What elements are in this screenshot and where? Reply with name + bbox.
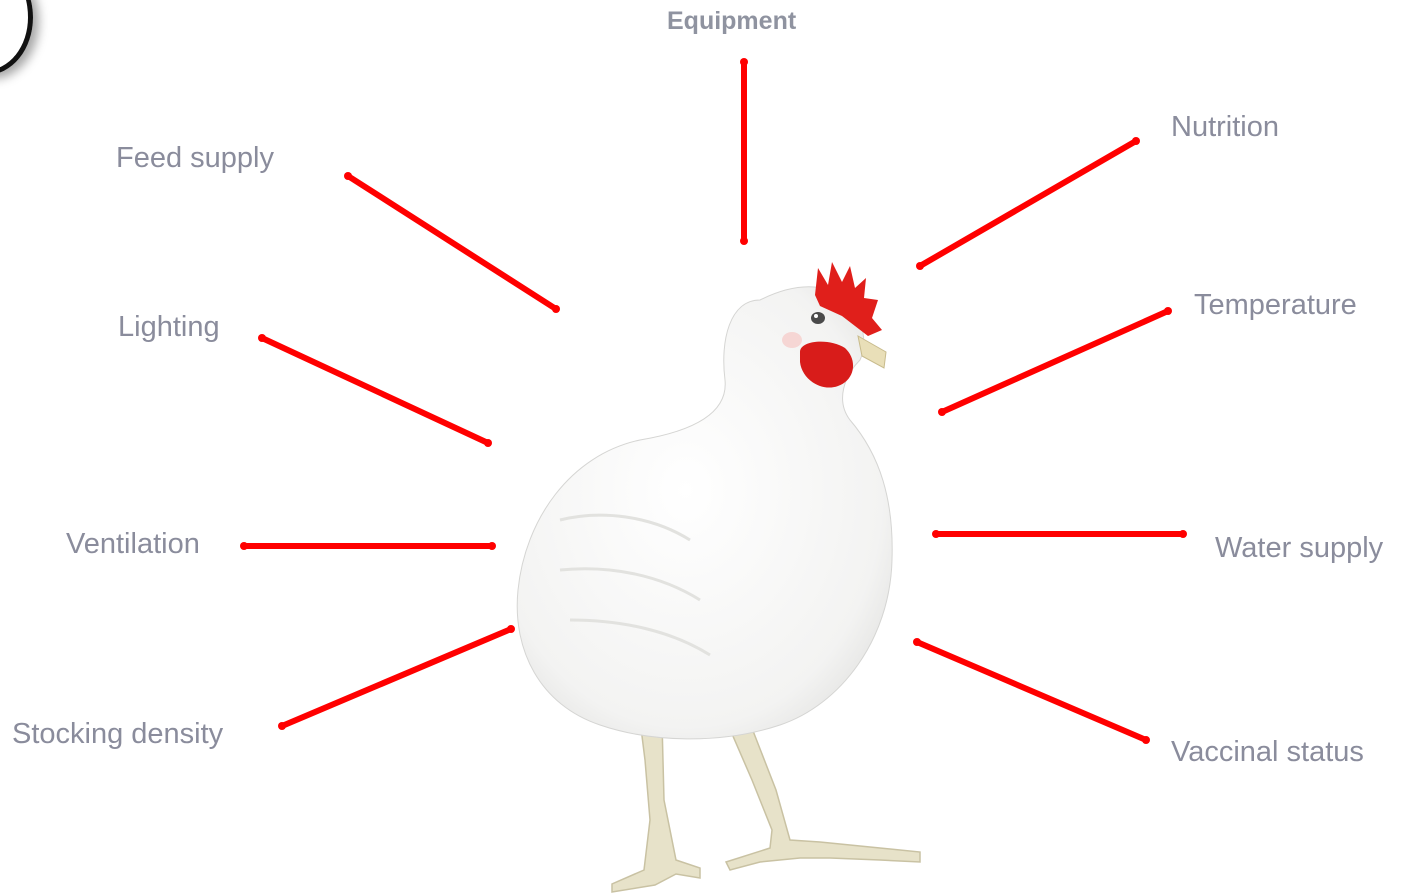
label-nutrition: Nutrition	[1171, 113, 1279, 142]
label-water-supply: Water supply	[1215, 534, 1383, 563]
label-stocking-density: Stocking density	[12, 720, 223, 749]
arrow-temperature	[942, 311, 1168, 412]
label-feed-supply: Feed supply	[116, 144, 274, 173]
label-vaccinal-status: Vaccinal status	[1171, 738, 1364, 767]
chicken-icon	[517, 262, 920, 892]
chicken-legs	[612, 718, 920, 892]
chicken-eye	[811, 312, 825, 324]
arrow-nutrition	[920, 141, 1136, 266]
arrow-feed-supply	[348, 176, 556, 309]
label-ventilation: Ventilation	[66, 530, 200, 559]
chicken-beak	[858, 336, 886, 368]
arrow-vaccinal-status	[917, 642, 1146, 740]
arrow-stocking-density	[282, 629, 511, 726]
arrow-lighting	[262, 338, 488, 443]
label-lighting: Lighting	[118, 313, 220, 342]
label-temperature: Temperature	[1194, 291, 1357, 320]
label-equipment: Equipment	[667, 9, 796, 34]
